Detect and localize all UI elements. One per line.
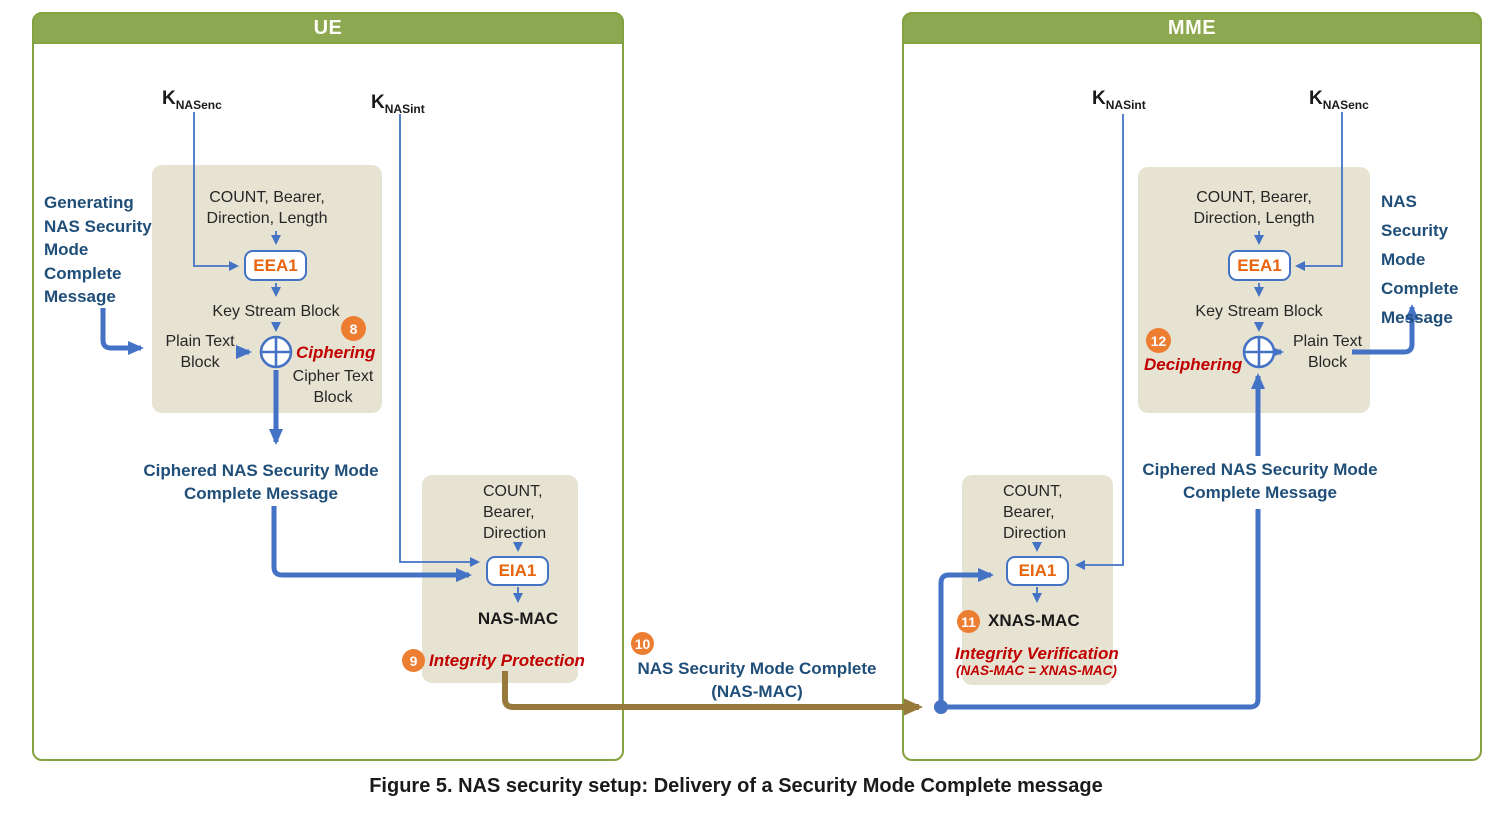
ue-ciphering-box xyxy=(152,165,382,413)
mme-plaintext-label: Plain Text Block xyxy=(1292,333,1363,371)
mme-keystream-label: Key Stream Block xyxy=(1195,303,1323,320)
mme-knasint-label: KNASint xyxy=(1092,88,1146,112)
ue-knasenc-base: K xyxy=(162,88,176,109)
ue-eea1-box: EEA1 xyxy=(244,250,307,281)
ue-knasint-sub: NASint xyxy=(384,101,425,116)
ue-plaintext-label: Plain Text Block xyxy=(165,333,235,371)
mme-deciphering-label: Deciphering xyxy=(1144,355,1243,374)
mme-knasenc-label: KNASenc xyxy=(1309,88,1369,112)
ue-eia1-box: EIA1 xyxy=(486,556,549,586)
mme-knasint-sub: NASint xyxy=(1105,97,1146,112)
ue-keystream-label: Key Stream Block xyxy=(212,303,340,320)
mme-nas-message-label: NAS Security Mode Complete Message xyxy=(1381,192,1459,327)
mme-knasint-base: K xyxy=(1092,88,1106,109)
mme-integrity-step-badge: 11 xyxy=(957,610,980,633)
figure-caption: Figure 5. NAS security setup: Delivery o… xyxy=(369,775,1103,797)
ue-ciphered-message-label: Ciphered NAS Security Mode Complete Mess… xyxy=(143,461,379,503)
mme-deciphering-step-badge: 12 xyxy=(1146,328,1171,353)
mme-panel-title: MME xyxy=(1167,16,1217,39)
mme-knasenc-sub: NASenc xyxy=(1322,97,1369,112)
ue-generating-label: Generating NAS Security Mode Complete Me… xyxy=(44,193,152,306)
ue-panel-header: UE xyxy=(32,12,624,44)
ue-knasint-base: K xyxy=(371,92,385,113)
ue-nasmac-label: NAS-MAC xyxy=(477,609,559,628)
ue-integrity-step-badge: 9 xyxy=(402,649,425,672)
mme-panel-header: MME xyxy=(902,12,1482,44)
ue-ciphertext-label: Cipher Text Block xyxy=(292,368,374,406)
ue-integrity-params: COUNT, Bearer, Direction xyxy=(483,483,547,542)
mme-eia1-box: EIA1 xyxy=(1006,556,1069,586)
nas-message-step-badge: 10 xyxy=(631,632,654,655)
ue-panel-title: UE xyxy=(313,16,343,39)
ue-knasint-label: KNASint xyxy=(371,92,425,116)
ue-ciphering-step-badge: 8 xyxy=(341,316,366,341)
ue-cipher-params: COUNT, Bearer, Direction, Length xyxy=(206,189,328,227)
mme-knasenc-base: K xyxy=(1309,88,1323,109)
mme-decipher-params: COUNT, Bearer, Direction, Length xyxy=(1193,189,1315,227)
nas-message-label: NAS Security Mode Complete (NAS-MAC) xyxy=(637,659,877,701)
ue-knasenc-label: KNASenc xyxy=(162,88,222,112)
mme-integrity-check-label: (NAS-MAC = XNAS-MAC) xyxy=(956,663,1117,678)
mme-xnasmac-label: XNAS-MAC xyxy=(988,611,1080,630)
ue-knasenc-sub: NASenc xyxy=(175,97,222,112)
ue-ciphering-label: Ciphering xyxy=(296,343,376,362)
mme-integrity-params: COUNT, Bearer, Direction xyxy=(1003,483,1067,542)
ue-integrity-label: Integrity Protection xyxy=(429,651,585,670)
mme-eea1-box: EEA1 xyxy=(1228,250,1291,281)
mme-integrity-label: Integrity Verification xyxy=(955,644,1119,663)
mme-ciphered-message-label: Ciphered NAS Security Mode Complete Mess… xyxy=(1142,460,1378,502)
